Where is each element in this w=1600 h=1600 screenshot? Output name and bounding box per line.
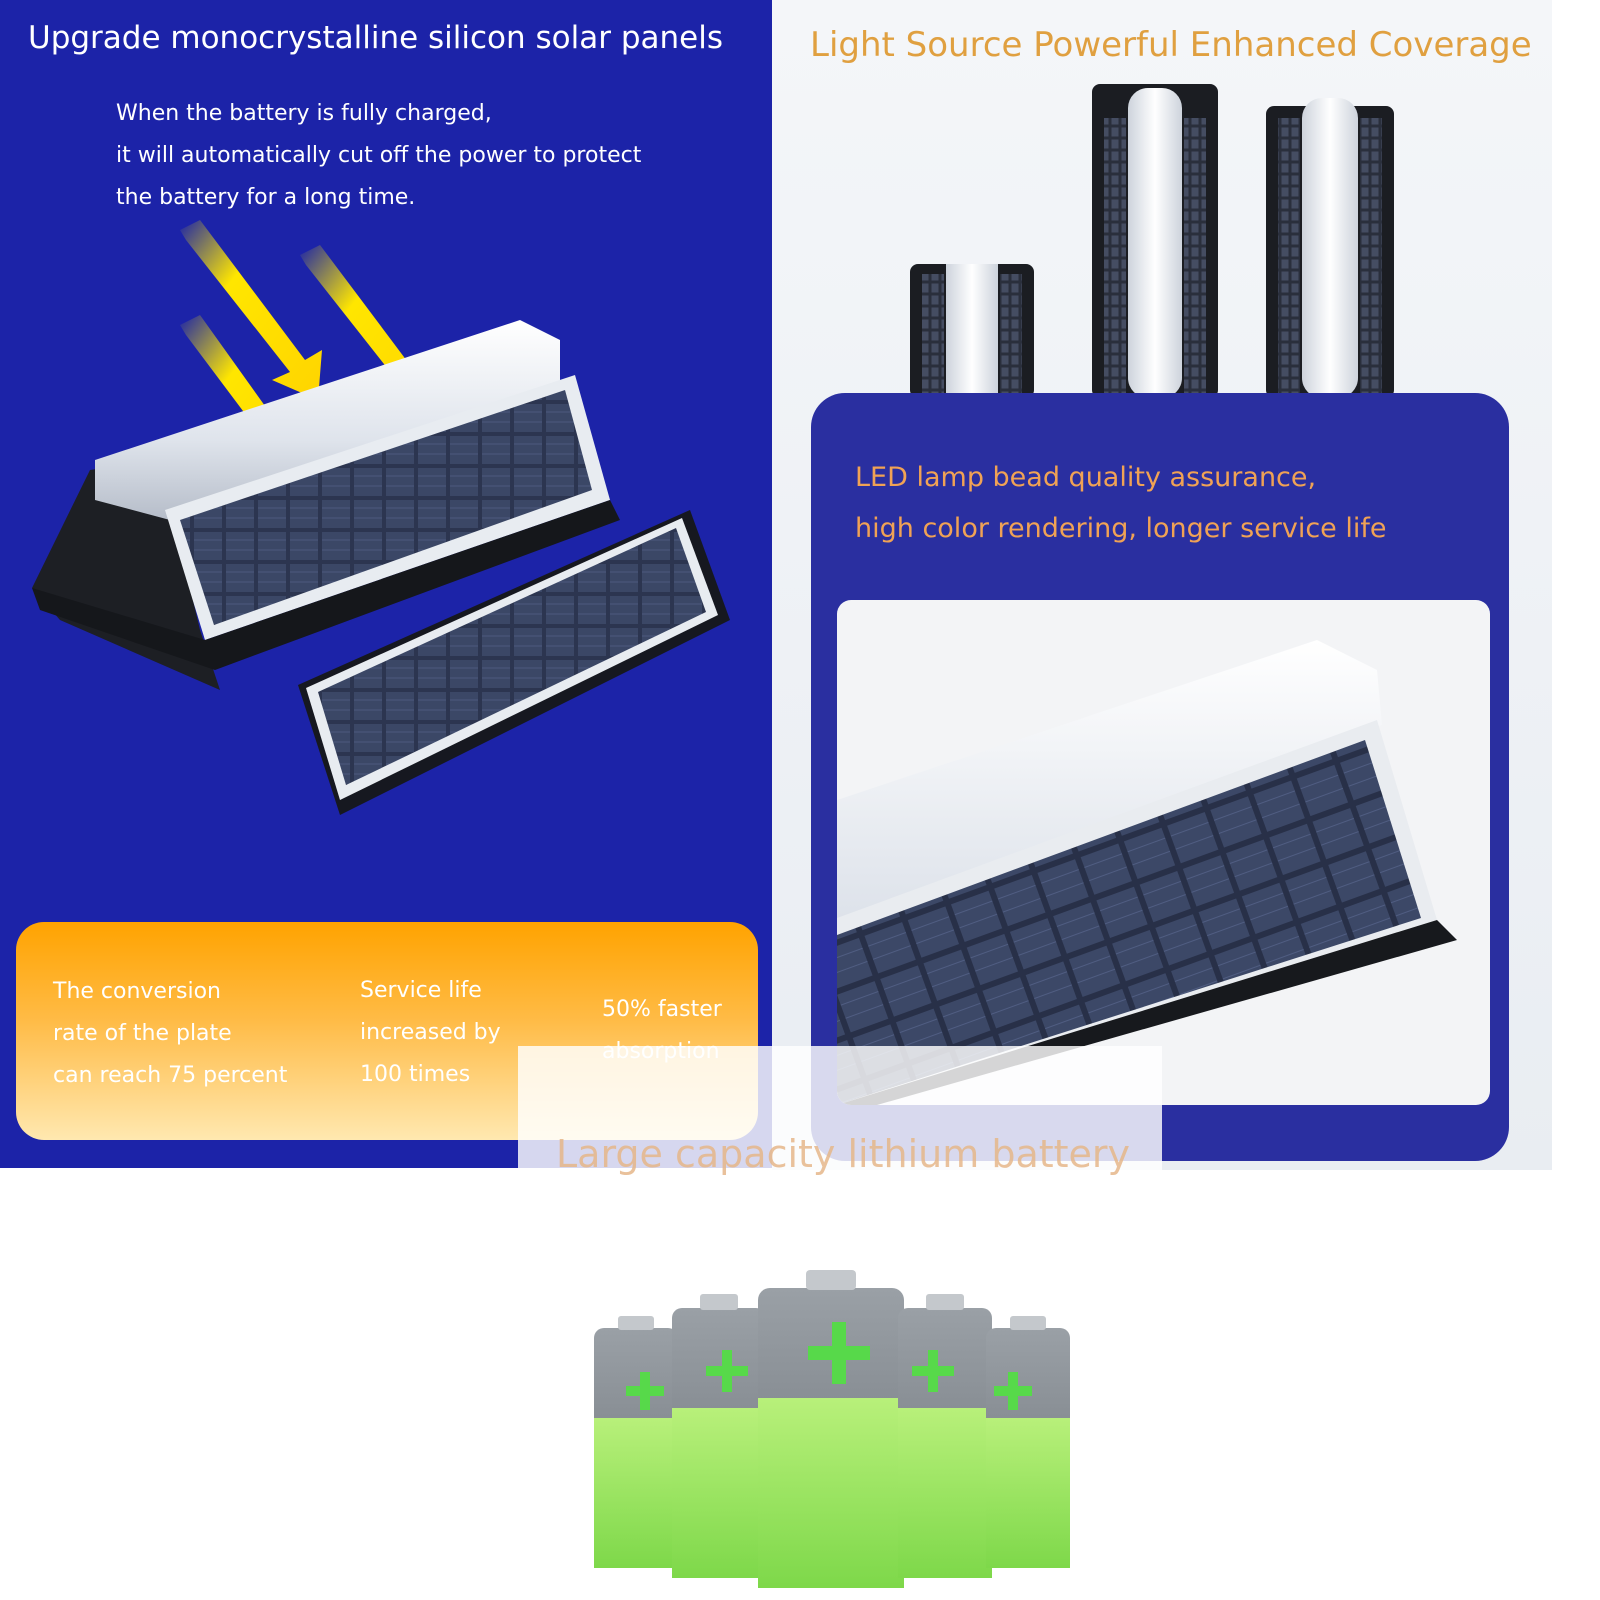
lamp-body xyxy=(32,320,620,690)
battery-title: Large capacity lithium battery xyxy=(556,1132,1131,1176)
light-source-title: Light Source Powerful Enhanced Coverage xyxy=(810,25,1532,65)
loose-solar-panel xyxy=(298,510,730,815)
short-lamp xyxy=(910,264,1034,398)
battery-icon xyxy=(986,1316,1070,1568)
lamp-closeup-illustration xyxy=(837,640,1457,1105)
conversion-rate-stat: The conversion rate of the plate can rea… xyxy=(53,971,287,1097)
stat-line: increased by xyxy=(360,1020,501,1045)
battery-illustration xyxy=(594,1270,1070,1588)
led-quality-text: LED lamp bead quality assurance, high co… xyxy=(855,452,1387,554)
medium-lamp xyxy=(1266,98,1394,398)
service-life-stat: Service life increased by 100 times xyxy=(360,970,501,1096)
battery-protection-description: When the battery is fully charged, it wi… xyxy=(116,93,641,219)
stat-line: 100 times xyxy=(360,1062,471,1087)
lamp-closeup-photo xyxy=(837,600,1490,1105)
sunlight-arrow-icon xyxy=(180,220,322,400)
description-line: the battery for a long time. xyxy=(116,185,416,210)
solar-panel-title: Upgrade monocrystalline silicon solar pa… xyxy=(28,20,724,56)
stat-line: Service life xyxy=(360,978,482,1003)
battery-icon xyxy=(898,1294,992,1578)
battery-icon xyxy=(758,1270,904,1588)
battery-icon xyxy=(672,1294,766,1578)
description-line: When the battery is fully charged, xyxy=(116,101,492,126)
lamp-variants-illustration xyxy=(910,84,1394,398)
led-text-line: LED lamp bead quality assurance, xyxy=(855,462,1317,493)
battery-icon xyxy=(594,1316,678,1568)
stat-line: can reach 75 percent xyxy=(53,1063,288,1088)
description-line: it will automatically cut off the power … xyxy=(116,143,642,168)
stat-line: rate of the plate xyxy=(53,1021,232,1046)
solar-lamp-illustration xyxy=(32,220,730,815)
tall-lamp xyxy=(1092,84,1218,398)
led-text-line: high color rendering, longer service lif… xyxy=(855,513,1387,544)
stat-line: The conversion xyxy=(53,979,221,1004)
stat-line: 50% faster xyxy=(602,997,722,1022)
